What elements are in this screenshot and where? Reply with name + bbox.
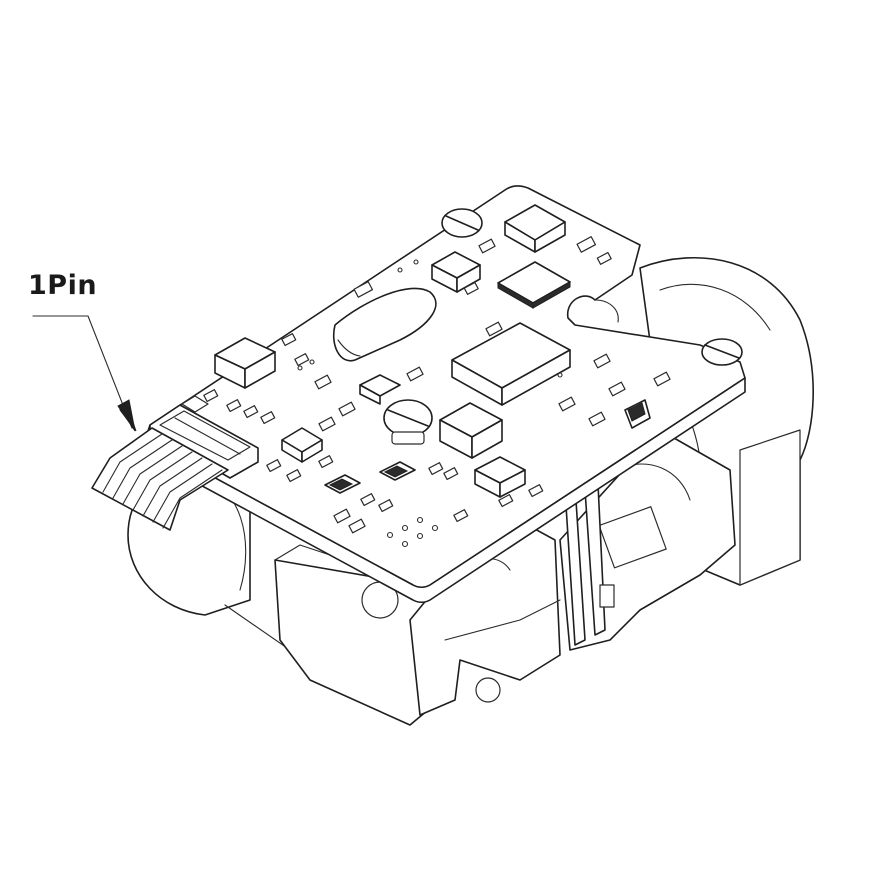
main-pcb <box>144 185 746 604</box>
component-block-2 <box>214 337 276 389</box>
main-ic <box>451 322 571 406</box>
component-block-1 <box>431 251 481 293</box>
callout-leader <box>32 315 137 432</box>
crystal-oscillator <box>333 287 437 362</box>
qfn-chip <box>497 261 571 309</box>
component-block-5 <box>281 427 323 463</box>
inductor-top <box>504 204 566 253</box>
pin1-callout-label: 1Pin <box>28 270 98 301</box>
smd-parts <box>203 236 671 548</box>
screw-center <box>383 399 433 445</box>
ribbon-cable <box>91 427 229 531</box>
component-block-6 <box>359 374 401 405</box>
screw-top <box>441 208 483 238</box>
component-block-4 <box>474 456 526 498</box>
screw-right <box>701 338 743 366</box>
component-block-3 <box>439 402 503 459</box>
